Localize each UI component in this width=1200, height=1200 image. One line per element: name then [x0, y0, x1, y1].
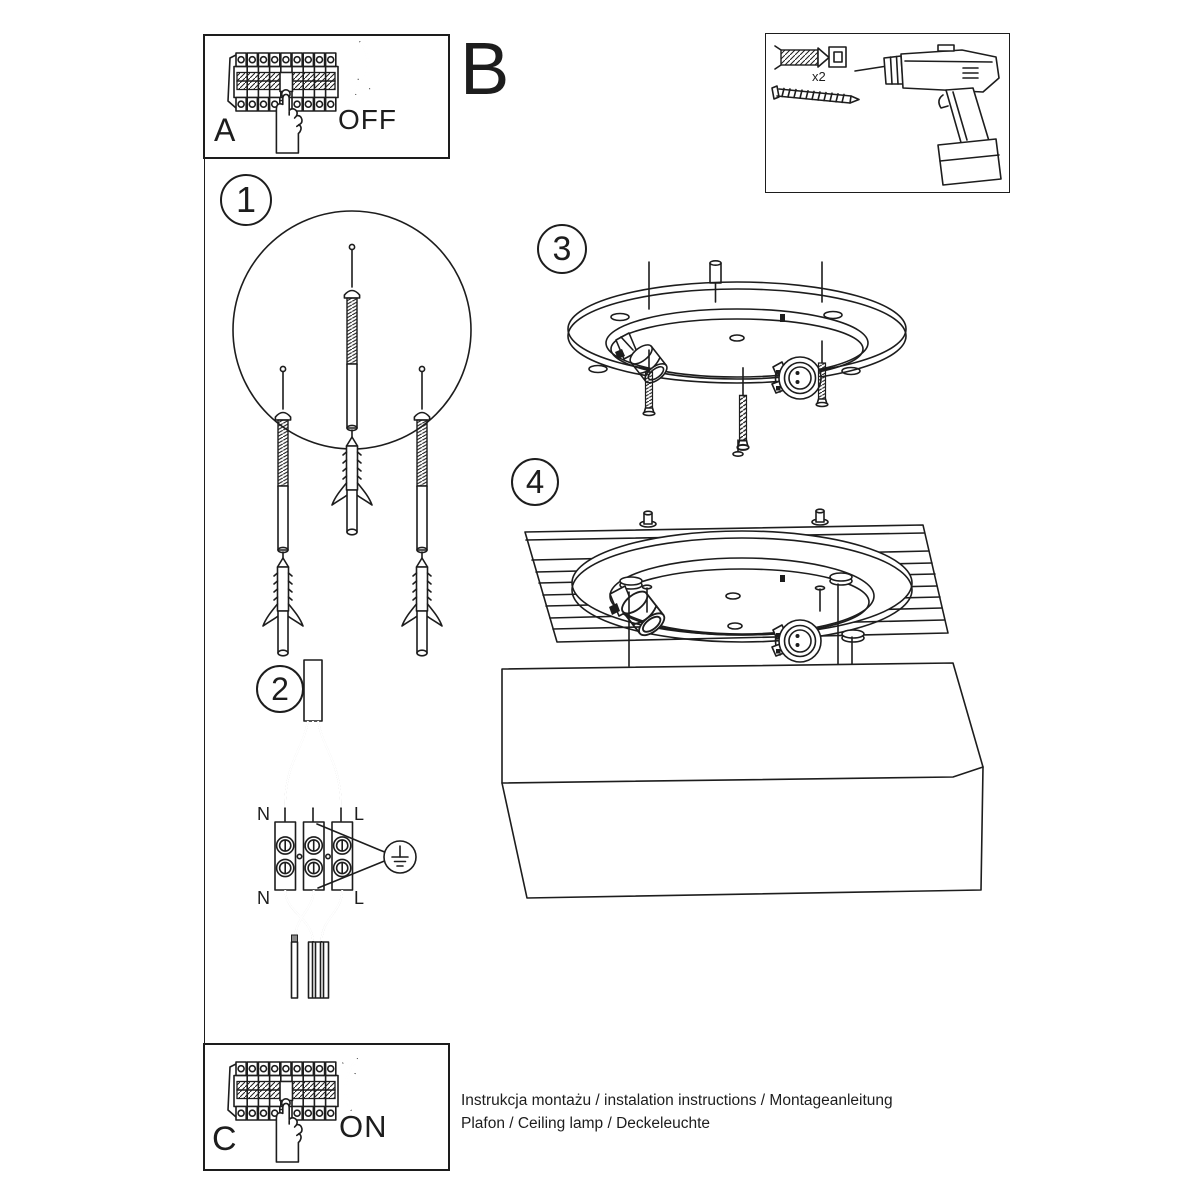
center-stud [709, 259, 722, 303]
earth-wire [290, 941, 299, 999]
section-b-label: B [460, 27, 510, 110]
footer-line2: Plafon / Ceiling lamp / Deckeleuchte [461, 1115, 710, 1132]
step2-badge: 2 [256, 665, 304, 713]
plate-under-panel [571, 530, 913, 663]
rim-holes [588, 310, 861, 376]
lamp-socket-icon [771, 356, 822, 400]
power-off-illustration [227, 41, 371, 154]
cable-sheath [303, 659, 323, 722]
step4-badge: 4 [511, 458, 559, 506]
cap-screw-icon [639, 510, 657, 528]
step1-number: 1 [235, 179, 257, 220]
step4-number: 4 [525, 463, 545, 500]
step2-wiring-illustration [274, 659, 417, 999]
off-label: OFF [338, 104, 397, 135]
drill-icon [854, 44, 1002, 186]
neutral-label-bottom: N [257, 888, 270, 908]
tools-box [765, 33, 1010, 193]
curved-arrow-down-icon [354, 41, 371, 96]
screw-anchor-assembly-right [401, 365, 443, 657]
wires-bottom [284, 889, 344, 999]
supply-cable [307, 941, 330, 999]
wires-top [284, 720, 342, 822]
step4-assembly-illustration [501, 439, 984, 899]
step2-number: 2 [271, 670, 289, 707]
mounting-screw-icon [771, 85, 860, 104]
floating-screw-head [732, 439, 744, 457]
step3-badge: 3 [537, 224, 587, 274]
lamp-socket-icon [771, 619, 822, 663]
ground-symbol-icon [316, 823, 417, 889]
section-a-label: A [214, 112, 236, 148]
neutral-label-top: N [257, 804, 270, 824]
tools-illustration [771, 44, 1002, 186]
wall-plug-icon [774, 45, 847, 70]
section-c-label: C [212, 1120, 237, 1158]
curved-arrow-up-icon [342, 1057, 359, 1111]
footer-line1: Instrukcja montażu / instalation instruc… [461, 1092, 893, 1109]
step1-badge: 1 [220, 174, 272, 226]
screw-anchor-assembly-left [262, 365, 304, 657]
step1-anchors-illustration [232, 210, 472, 657]
step3-mounting-plate-illustration [567, 259, 907, 451]
cap-screw-icon [811, 508, 829, 526]
power-on-illustration [227, 1057, 359, 1163]
step3-number: 3 [552, 229, 572, 268]
anchor-quantity-label: x2 [812, 69, 826, 84]
screw-anchor-assembly-center [331, 243, 373, 536]
on-label: ON [339, 1109, 388, 1144]
live-label-bottom: L [354, 888, 365, 908]
mounting-screw-icon [736, 367, 750, 451]
left-margin-rule [204, 155, 205, 1043]
live-label-top: L [354, 804, 365, 824]
section-c-box [203, 1043, 450, 1171]
section-a-box [203, 34, 450, 159]
terminal-block [274, 821, 354, 891]
lamp-shade-box [501, 662, 984, 899]
